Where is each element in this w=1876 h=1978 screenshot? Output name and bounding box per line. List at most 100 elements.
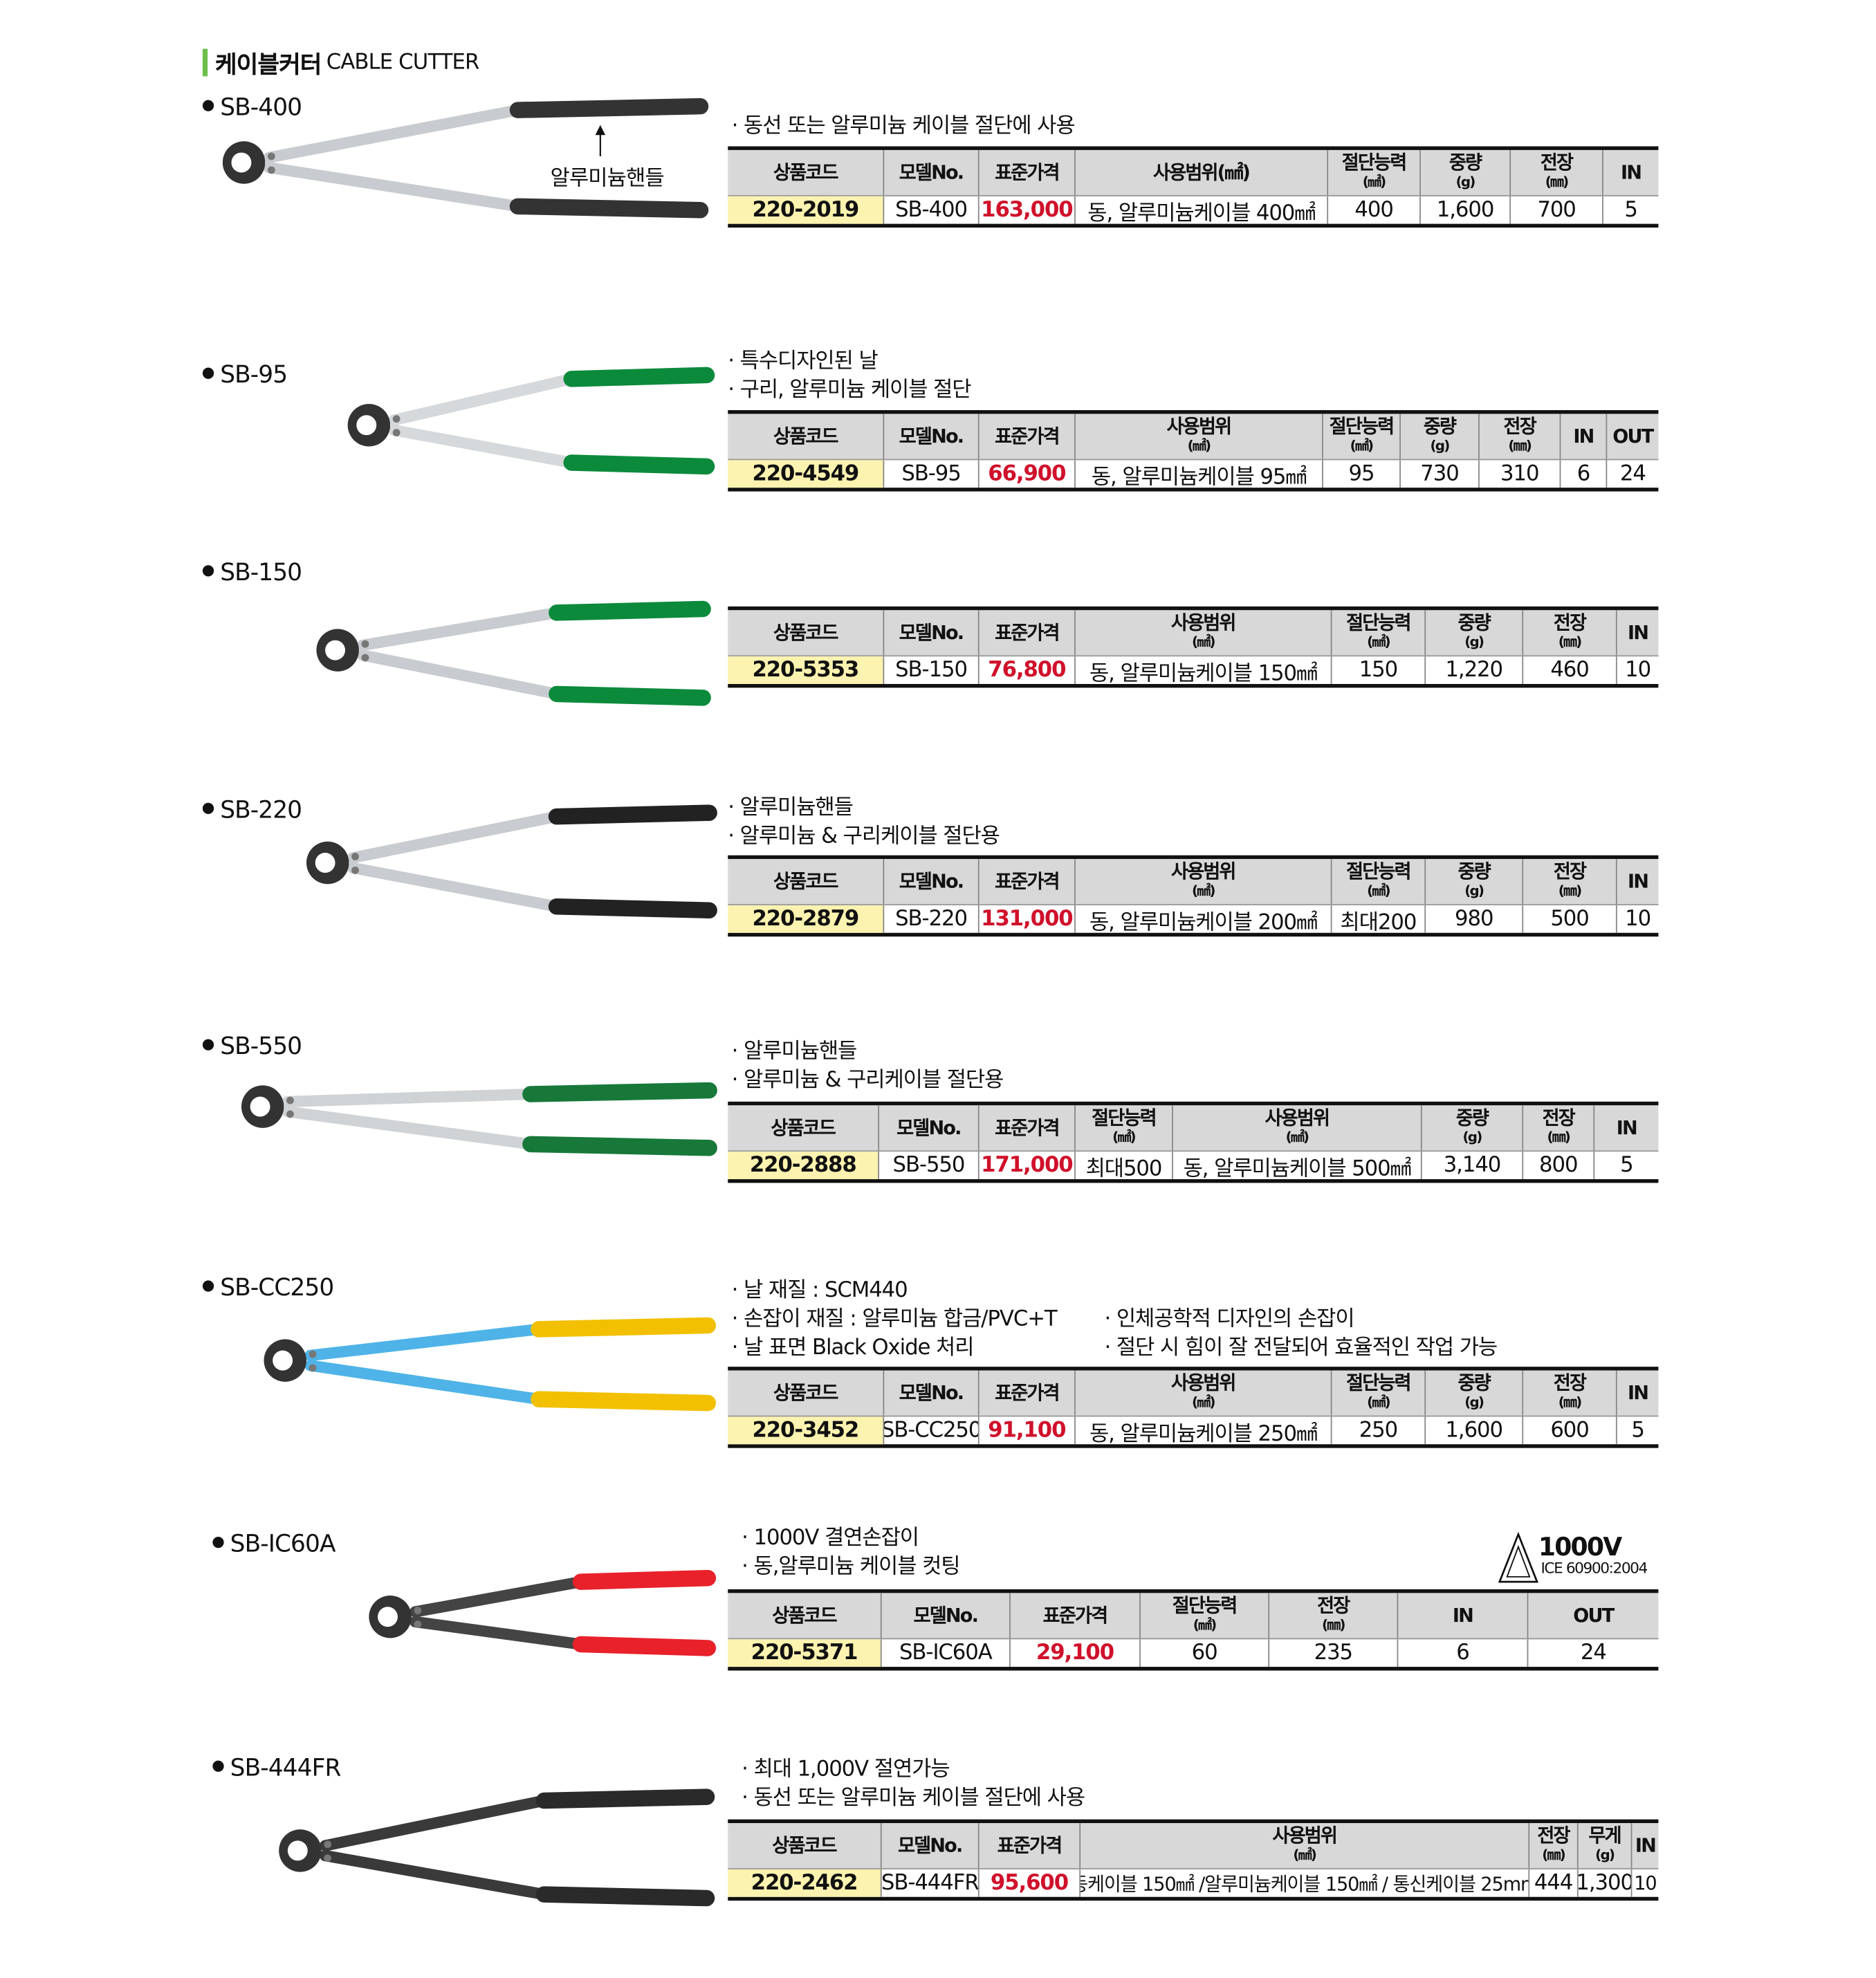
column-label: IN <box>1621 160 1642 183</box>
handle-grip <box>531 1317 717 1338</box>
column-header: 사용범위(㎟) <box>1080 1823 1530 1869</box>
table-cell: 동, 알루미늄케이블 500㎟ <box>1173 1152 1422 1179</box>
column-label: 사용범위 <box>1170 611 1236 634</box>
column-header: 표준가격 <box>980 414 1076 459</box>
handle-grip <box>509 98 709 118</box>
table-cell: 5 <box>1620 1152 1634 1179</box>
column-unit: (g) <box>1464 1394 1484 1411</box>
bullet-mark: · <box>1104 1335 1116 1361</box>
column-header: 전장(㎜) <box>1523 1105 1595 1151</box>
feature-list: · 알루미늄핸들· 알루미늄 & 구리케이블 절단용 <box>728 794 1000 851</box>
feature-item: · 알루미늄핸들 <box>728 794 1000 823</box>
product-code-cell: 220-5353 <box>728 656 885 684</box>
table-cell: 1,600 <box>1421 196 1511 224</box>
column-unit: (㎟) <box>1191 634 1215 651</box>
table-cell: 150 <box>1332 656 1426 684</box>
cable-cutter-image <box>279 1788 715 1907</box>
bullet-dot-icon <box>202 1039 214 1051</box>
column-header: 사용범위(㎟) <box>1076 149 1329 196</box>
title-accent-bar <box>202 48 208 77</box>
title-english: CABLE CUTTER <box>326 50 480 75</box>
column-label: 무게 <box>1588 1824 1621 1847</box>
voltage-badge: 1000V ICE 60900:2004 <box>1498 1531 1661 1587</box>
column-label: 전장 <box>1553 1371 1587 1394</box>
bullet-dot-icon <box>212 1760 224 1772</box>
column-header: 상품코드 <box>728 414 885 459</box>
bullet-dot-icon <box>212 1537 224 1549</box>
product-code-cell: 220-2019 <box>728 196 885 224</box>
price-cell: 76,800 <box>980 656 1076 684</box>
column-header: 상품코드 <box>728 1105 880 1151</box>
table-cell: 10 <box>1625 658 1651 683</box>
product-model-label: SB-CC250 <box>202 1274 334 1302</box>
column-label: 절단능력 <box>1172 1594 1238 1617</box>
column-header: 전장(㎜) <box>1511 149 1603 196</box>
table-cell: 10 <box>1625 906 1651 932</box>
price-cell: 163,000 <box>980 196 1076 224</box>
column-unit: (㎜) <box>1547 1129 1570 1146</box>
feature-item: · 특수디자인된 날 <box>728 348 971 377</box>
column-header: 표준가격 <box>980 1370 1076 1416</box>
feature-text: 동,알루미늄 케이블 컷팅 <box>753 1554 961 1580</box>
column-unit: (㎟) <box>1367 1394 1390 1411</box>
column-header: 상품코드 <box>728 1823 882 1869</box>
column-label: 중량 <box>1455 1107 1489 1129</box>
column-label: 표준가격 <box>995 160 1060 183</box>
column-header: IN <box>1594 1105 1658 1150</box>
table-cell: 730 <box>1401 460 1480 488</box>
column-label: OUT <box>1612 424 1654 447</box>
column-unit: (㎟) <box>1193 1616 1217 1634</box>
table-cell: 3,140 <box>1422 1152 1524 1179</box>
cable-cutter-image <box>316 600 711 706</box>
model-number-cell: SB-150 <box>884 656 980 684</box>
column-unit: (g) <box>1464 882 1484 899</box>
column-label: 전장 <box>1553 860 1587 883</box>
bullet-mark: · <box>728 378 740 403</box>
column-unit: (㎟) <box>1362 174 1386 190</box>
handle-grip <box>535 1788 715 1809</box>
column-label: 사용범위 <box>1170 860 1236 883</box>
column-header: IN <box>1617 1371 1659 1416</box>
column-unit: (g) <box>1462 1129 1483 1146</box>
table-cell: 980 <box>1426 905 1524 933</box>
column-header: 표준가격 <box>1011 1593 1141 1638</box>
column-header: 중량(g) <box>1421 149 1511 196</box>
bullet-dot-icon <box>202 802 214 815</box>
column-unit: (㎜) <box>1508 437 1532 454</box>
table-cell: 10 <box>1634 1871 1657 1895</box>
column-header: 전장(㎜) <box>1523 859 1617 905</box>
title-korean: 케이블커터 <box>214 50 322 78</box>
bullet-mark: · <box>731 1068 744 1093</box>
column-header: 절단능력(㎟) <box>1141 1593 1270 1638</box>
feature-item: · 동선 또는 알루미늄 케이블 절단에 사용 <box>742 1784 1085 1813</box>
model-number-cell: SB-IC60A <box>882 1639 1011 1667</box>
feature-text: 동선 또는 알루미늄 케이블 절단에 사용 <box>744 113 1076 139</box>
table-cell: 400 <box>1328 196 1421 224</box>
handle-grip <box>522 1136 717 1156</box>
column-header: 전장(㎜) <box>1529 1823 1579 1869</box>
handle-grip <box>563 454 715 475</box>
bullet-mark: · <box>731 1306 744 1332</box>
column-header: IN <box>1398 1593 1529 1638</box>
handle-grip <box>522 1082 717 1102</box>
column-label: 표준가격 <box>995 1116 1060 1139</box>
column-label: 절단능력 <box>1092 1107 1157 1129</box>
column-unit: (㎟) <box>1187 437 1211 454</box>
model-number-cell: SB-444FR <box>881 1869 980 1897</box>
model-number-cell: SB-CC250 <box>884 1416 980 1445</box>
bullet-mark: · <box>1104 1306 1116 1332</box>
column-header: 중량(g) <box>1426 859 1524 905</box>
feature-text: 최대 1,000V 절연가능 <box>753 1757 950 1782</box>
feature-text: 동선 또는 알루미늄 케이블 절단에 사용 <box>753 1785 1086 1811</box>
column-header: 모델No. <box>884 149 980 196</box>
cable-cutter-image <box>369 1569 717 1656</box>
bullet-dot-icon <box>202 1280 214 1292</box>
